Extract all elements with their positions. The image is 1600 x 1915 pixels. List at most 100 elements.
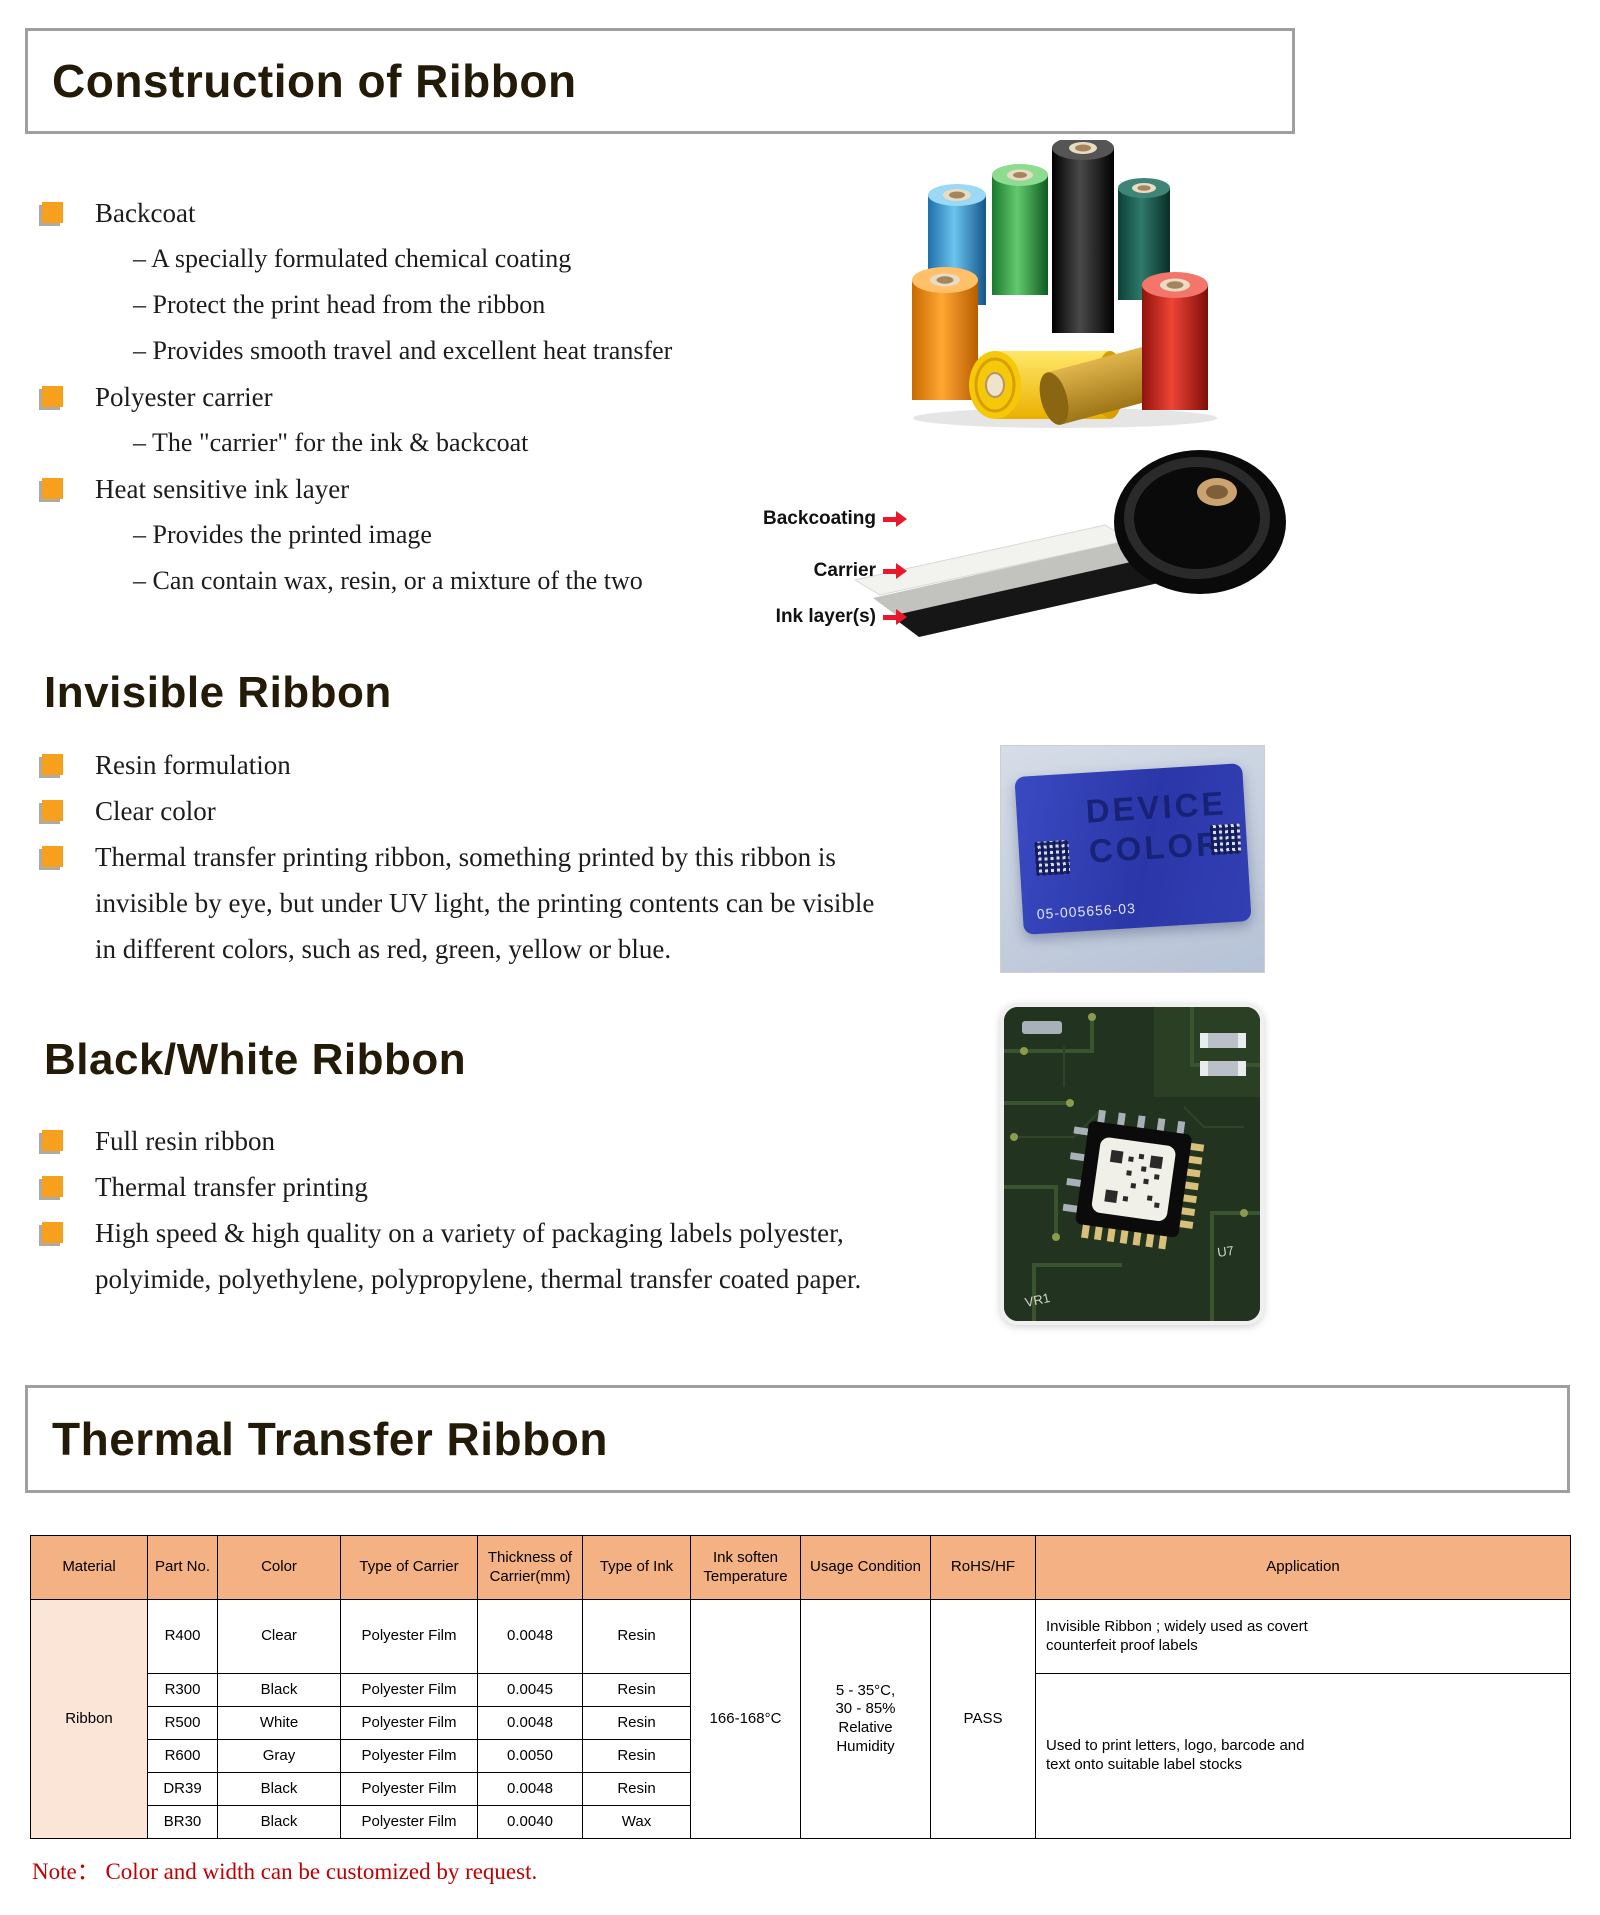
bullet-square-icon <box>42 800 63 821</box>
footer-note: Note： Color and width can be customized … <box>32 1859 538 1884</box>
bullet-square-icon <box>42 202 63 223</box>
bullet-paragraph: High speed & high quality on a variety o… <box>95 1218 862 1294</box>
diagram-label-carrier: Carrier <box>749 558 907 584</box>
header-application: Application <box>1035 1535 1571 1600</box>
cell-carrier: Polyester Film <box>340 1706 478 1740</box>
invisible-ribbon-bullets: Resin formulation Clear color Thermal tr… <box>40 742 940 972</box>
black-white-bullets: Full resin ribbon Thermal transfer print… <box>40 1118 980 1302</box>
bullet-item: Full resin ribbon <box>40 1118 980 1164</box>
thermal-title: Thermal Transfer Ribbon <box>52 1413 608 1465</box>
header-thickness: Thickness of Carrier(mm) <box>477 1535 583 1600</box>
ribbon-rolls-photo <box>900 136 1235 430</box>
cell-color: Black <box>217 1673 341 1707</box>
bullet-item: Backcoat <box>40 190 800 236</box>
header-rohs: RoHS/HF <box>930 1535 1036 1600</box>
bullet-sub: – Can contain wax, resin, or a mixture o… <box>133 566 643 595</box>
chip-ref-vr1: VR1 <box>1024 1290 1052 1310</box>
cell-thickness: 0.0045 <box>477 1673 583 1707</box>
ribbon-layers-diagram: Backcoating Carrier Ink layer(s) <box>745 430 1290 655</box>
circuit-board-illustration: U7 VR1 <box>1004 1007 1260 1321</box>
bullet-label: Resin formulation <box>95 750 291 780</box>
bullet-item: Polyester carrier <box>40 374 800 420</box>
cell-color: Gray <box>217 1739 341 1773</box>
qr-code-icon <box>1209 823 1242 856</box>
cell-ink: Resin <box>582 1706 691 1740</box>
chip-ref-u7: U7 <box>1216 1243 1235 1260</box>
cell-application-invisible: Invisible Ribbon ; widely used as covert… <box>1035 1599 1571 1674</box>
bullet-label: Clear color <box>95 796 216 826</box>
bullet-sub: – The "carrier" for the ink & backcoat <box>133 428 529 457</box>
bullet-label: Polyester carrier <box>95 382 273 412</box>
cell-part-no: R500 <box>147 1706 218 1740</box>
bullet-square-icon <box>42 1222 63 1243</box>
table-row: R600 Gray Polyester Film 0.0050 Resin <box>31 1739 1571 1773</box>
bullet-item: Resin formulation <box>40 742 940 788</box>
bullet-paragraph: Thermal transfer printing ribbon, someth… <box>95 842 875 964</box>
bullet-square-icon <box>42 478 63 499</box>
header-type-of-ink: Type of Ink <box>582 1535 691 1600</box>
black-white-ribbon-heading: Black/White Ribbon <box>44 1035 467 1084</box>
header-ink-soften-temp: Ink soften Temperature <box>690 1535 801 1600</box>
bullet-sub: – Provides the printed image <box>133 520 432 549</box>
cell-material: Ribbon <box>30 1599 148 1839</box>
invisible-ribbon-photo: DEVICE COLOR 05-005656-03 <box>1000 745 1265 973</box>
bullet-label: Heat sensitive ink layer <box>95 474 350 504</box>
bullet-square-icon <box>42 386 63 407</box>
cell-ink: Resin <box>582 1772 691 1806</box>
bullet-label: Backcoat <box>95 198 196 228</box>
cell-ink: Wax <box>582 1805 691 1839</box>
cell-thickness: 0.0048 <box>477 1772 583 1806</box>
cell-part-no: BR30 <box>147 1805 218 1839</box>
bullet-item: Clear color <box>40 788 940 834</box>
cell-rohs: PASS <box>930 1599 1036 1839</box>
cell-ink: Resin <box>582 1673 691 1707</box>
backcoating-label: Backcoating <box>763 508 876 529</box>
table-row: R300 Black Polyester Film 0.0045 Resin U… <box>31 1673 1571 1839</box>
header-usage-condition: Usage Condition <box>800 1535 931 1600</box>
cell-thickness: 0.0048 <box>477 1706 583 1740</box>
qr-code-icon <box>1034 839 1071 876</box>
table-row: BR30 Black Polyester Film 0.0040 Wax <box>31 1805 1571 1839</box>
construction-bullets: Backcoat – A specially formulated chemic… <box>40 190 800 604</box>
bullet-square-icon <box>42 754 63 775</box>
cell-carrier: Polyester Film <box>340 1772 478 1806</box>
cell-part-no: R300 <box>147 1673 218 1707</box>
cell-carrier: Polyester Film <box>340 1739 478 1773</box>
cell-part-no: DR39 <box>147 1772 218 1806</box>
ribbon-rolls-illustration <box>912 136 1217 428</box>
bullet-item: Heat sensitive ink layer <box>40 466 800 512</box>
diagram-label-ink-layers: Ink layer(s) <box>749 604 907 630</box>
device-text: DEVICE <box>1084 784 1228 830</box>
diagram-label-backcoating: Backcoating <box>749 506 907 532</box>
bullet-item: High speed & high quality on a variety o… <box>40 1210 980 1302</box>
bullet-sub: – A specially formulated chemical coatin… <box>133 244 572 273</box>
cell-color: Black <box>217 1805 341 1839</box>
color-text: COLOR <box>1087 824 1224 870</box>
cell-carrier: Polyester Film <box>340 1673 478 1707</box>
label-serial-number: 05-005656-03 <box>1036 899 1137 922</box>
invisible-ribbon-heading: Invisible Ribbon <box>44 668 392 717</box>
right-arrow-icon <box>883 511 907 527</box>
bullet-label: Thermal transfer printing <box>95 1172 368 1202</box>
spec-table-wrap: Material Part No. Color Type of Carrier … <box>30 1535 1571 1839</box>
cell-thickness: 0.0050 <box>477 1739 583 1773</box>
cell-ink-soften-temp: 166-168°C <box>690 1599 801 1839</box>
bullet-square-icon <box>42 1176 63 1197</box>
table-row: Ribbon R400 Clear Polyester Film 0.0048 … <box>30 1599 1571 1839</box>
header-type-of-carrier: Type of Carrier <box>340 1535 478 1600</box>
ink-layers-label: Ink layer(s) <box>775 606 876 627</box>
construction-title: Construction of Ribbon <box>52 55 577 107</box>
invisible-label: DEVICE COLOR 05-005656-03 <box>1014 763 1252 935</box>
cell-application-general: Used to print letters, logo, barcode and… <box>1035 1673 1571 1839</box>
bullet-item: Thermal transfer printing <box>40 1164 980 1210</box>
cell-color: White <box>217 1706 341 1740</box>
carrier-label: Carrier <box>813 560 876 581</box>
bullet-sub: – Protect the print head from the ribbon <box>133 290 546 319</box>
bullet-label: Full resin ribbon <box>95 1126 275 1156</box>
cell-usage-condition: 5 - 35°C, 30 - 85% Relative Humidity <box>800 1599 931 1839</box>
thermal-title-box: Thermal Transfer Ribbon <box>25 1385 1570 1493</box>
cell-ink: Resin <box>582 1739 691 1773</box>
cell-color: Clear <box>217 1599 341 1674</box>
table-row: R500 White Polyester Film 0.0048 Resin <box>31 1706 1571 1740</box>
